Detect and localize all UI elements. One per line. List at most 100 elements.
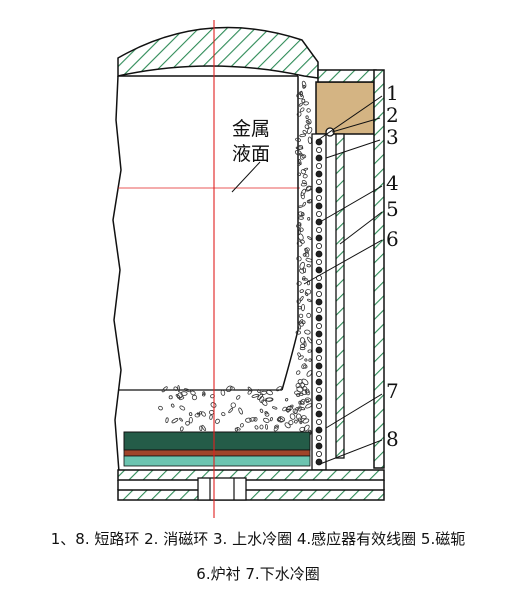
lining-grain [284,422,291,429]
lining-grain [261,399,268,406]
lining-grain [306,127,313,135]
lining-grain [226,385,233,393]
frame-right-wall [373,69,385,469]
lining-grain [183,388,191,393]
coil-turn [315,338,322,345]
coil-turn [315,298,323,306]
callout-7: 7 [386,379,399,403]
lining-grain [264,397,273,402]
lining-grain [301,389,308,396]
lining-grain [305,115,309,120]
lining-grain [306,264,311,268]
lining-grain [265,424,268,430]
leader-1 [317,95,383,141]
lining-grain [251,393,260,398]
lining-grain [294,149,302,156]
lining-grain [301,180,307,185]
lining-grain [308,358,312,362]
lining-grain [295,330,301,335]
lining-grain [282,406,287,412]
liquid-label-leader [231,161,261,193]
lining-grain [249,417,256,422]
coil-turn [315,210,322,217]
lining-grain [158,405,163,411]
coil-turn [315,234,323,242]
lining-grain [297,379,303,384]
coil-turn [315,154,323,162]
lining-grain [264,411,268,415]
figure-caption-line1: 1、8. 短路环 2. 消磁环 3. 上水冷圈 4.感应器有效线圈 5.磁轭 [50,530,466,548]
lining-grain [209,414,213,420]
coil-turn [315,218,323,226]
lining-grain [299,289,304,293]
lining-grain [301,363,307,369]
lining-grain [299,133,307,138]
lining-grain [298,102,303,107]
lining-grain [296,298,301,305]
lining-grain [299,107,305,113]
base-plate-bottom [117,489,385,501]
callout-1: 1 [386,81,399,105]
leader-6 [303,239,383,285]
coil-turn [315,322,322,329]
coil-turn [315,186,323,194]
lining-grain [298,205,303,208]
lining-grain [269,417,273,422]
lining-grain [307,298,312,302]
bottom-teal-layer [123,455,311,467]
lining-grain [305,399,310,403]
lining-grain [307,349,312,353]
lining-grain [179,426,184,432]
coil-turn [315,258,322,265]
furnace-lining-speckles [158,80,313,445]
leader-3 [325,139,381,159]
coil-turn [315,450,322,457]
lining-grain [236,427,241,431]
induction-furnace-diagram: 金属 液面 1 2 3 4 5 6 7 8 [112,20,399,518]
lining-grain [298,319,304,325]
lining-grain [304,124,310,130]
lining-grain [300,188,306,197]
coil-turn [315,434,322,441]
lining-inner-wall [281,76,299,391]
lining-grain [298,400,302,405]
lining-grain [272,406,278,410]
lining-grain [296,413,302,421]
lining-grain [191,394,198,401]
lining-grain [302,201,306,207]
lining-grain [297,352,301,357]
lining-grain [306,108,311,113]
lining-grain [285,408,292,412]
lining-grain [284,398,289,402]
coil-turn [315,426,323,434]
lining-grain [301,98,306,103]
lining-grain [300,182,308,187]
lining-grain [295,146,304,150]
lining-grain [188,417,193,424]
lining-grain [209,409,215,415]
lining-grain [294,407,299,414]
lining-grain [228,407,234,414]
lining-grain [304,329,311,335]
callout-6: 6 [386,227,399,251]
lining-grain [297,172,301,177]
lining-grain [259,396,265,403]
bottom-brown-layer [123,449,311,457]
lining-grain [300,212,305,217]
lining-grain [289,413,296,420]
lining-grain [306,280,311,286]
callout-2: 2 [386,103,399,127]
lining-grain [202,392,206,397]
lining-grain [302,174,308,179]
coil-turn [315,282,323,290]
callout-8: 8 [386,427,399,451]
lining-grain [304,292,309,297]
coil-turn [315,290,322,297]
lining-grain [239,423,244,428]
lining-grain [179,417,183,422]
lining-grain [298,159,302,165]
lining-grain [303,167,309,171]
lining-grain [302,130,307,135]
callout-4: 4 [386,171,399,195]
lining-grain [301,415,307,420]
